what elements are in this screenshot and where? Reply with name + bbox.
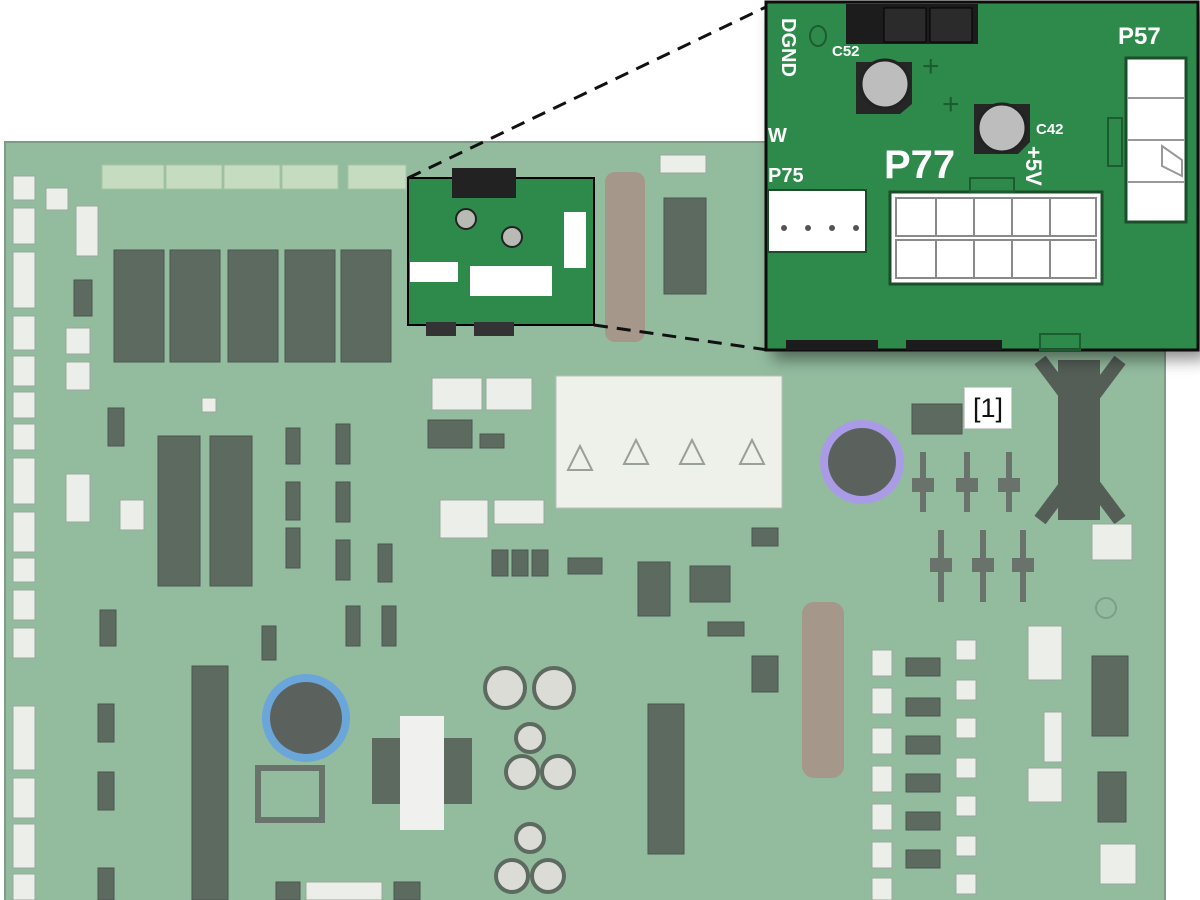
white-relay-block [555,375,783,509]
connector-p75 [767,189,867,253]
top-terminal-strips [101,164,407,190]
zoom-inset-content: + + [767,4,1188,351]
label-p57: P57 [1118,23,1161,50]
label-c42: C42 [1036,121,1064,138]
zoom-leader-lines [407,4,769,352]
purple-capacitor [820,420,904,504]
label-plus5v: +5V [1021,146,1046,186]
plus-sign-c52: + [922,50,940,83]
label-p77: P77 [884,143,955,187]
blue-capacitor [262,674,350,762]
ribbon-headers [157,435,685,900]
label-dgnd: DGND [777,18,799,77]
transistor-pins [912,452,1034,602]
capacitor-c52 [856,58,912,114]
label-c52: C52 [832,43,860,60]
left-edge-connectors [12,175,36,900]
capacitor-c42 [974,102,1030,154]
label-w-fragment: W [768,125,787,147]
connector-p57 [1124,56,1188,224]
highlight-region [407,168,595,336]
connector-p77 [888,190,1104,286]
bottom-right-connectors [871,625,1137,900]
label-p75: P75 [768,165,804,187]
transformer [372,716,472,830]
callout-label: [1] [964,387,1012,429]
small-capacitors [483,666,576,894]
plus-sign-c42: + [942,88,960,121]
relay-row [113,249,392,363]
heatsink [1034,355,1126,525]
